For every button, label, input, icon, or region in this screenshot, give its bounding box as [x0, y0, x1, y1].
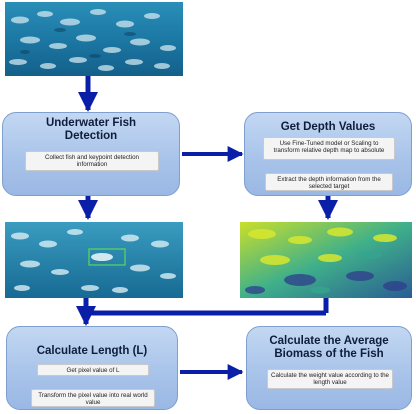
input-fish-photo [5, 2, 183, 76]
depth-values-panel: Get Depth Values Use Fine-Tuned model or… [244, 112, 412, 196]
fish-detection-title: Underwater Fish Detection [45, 117, 137, 142]
length-step-1: Get pixel value of L [37, 364, 149, 376]
depth-map-image [240, 222, 412, 298]
detection-result-photo [5, 222, 183, 298]
depth-values-title: Get Depth Values [280, 121, 376, 133]
biomass-panel: Calculate the Average Biomass of the Fis… [246, 326, 412, 410]
depth-step-2: Extract the depth information from the s… [265, 173, 393, 191]
depth-step-1: Use Fine-Tuned model or Scaling to trans… [263, 137, 395, 160]
detection-bounding-box [88, 248, 126, 266]
biomass-step-1: Calculate the weight value according to … [267, 369, 393, 389]
fish-detection-panel: Underwater Fish Detection Collect fish a… [2, 112, 180, 196]
biomass-title: Calculate the Average Biomass of the Fis… [269, 335, 389, 360]
length-title: Calculate Length (L) [36, 345, 148, 357]
length-panel: Calculate Length (L) Get pixel value of … [6, 326, 178, 410]
length-step-2: Transform the pixel value into real worl… [31, 389, 155, 407]
fish-detection-step-1: Collect fish and keypoint detection info… [25, 151, 159, 171]
